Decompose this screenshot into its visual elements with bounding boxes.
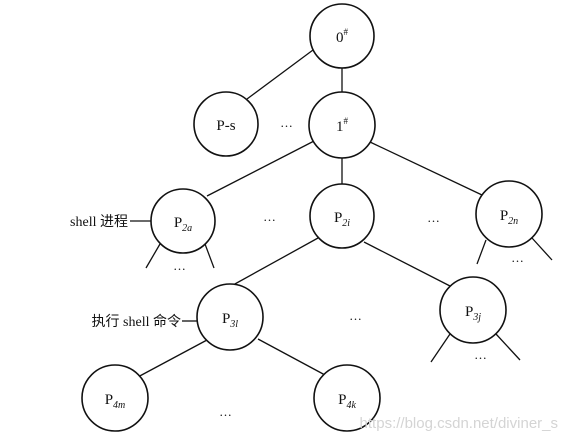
node-p2i: P2i bbox=[309, 183, 375, 249]
edge-p3l-p4m bbox=[135, 339, 208, 379]
ellipsis-level2-right: ... bbox=[428, 210, 441, 225]
node-p4m-label: P4m bbox=[105, 392, 126, 411]
node-p2a-label: P2a bbox=[174, 215, 192, 234]
ellipsis-level2-left: ... bbox=[264, 209, 277, 224]
node-p3l-label: P3l bbox=[222, 311, 238, 330]
node-ps: P-s bbox=[193, 91, 259, 157]
node-p2n-label: P2n bbox=[500, 208, 518, 227]
edge-p2i-p3j bbox=[363, 241, 451, 287]
node-ps-label: P-s bbox=[216, 118, 235, 134]
edge-p2i-p3l bbox=[223, 237, 319, 291]
node-0-label: 0# bbox=[336, 27, 349, 46]
ellipses: ... ... ... ... ... ... ... ... bbox=[174, 115, 525, 419]
node-p4k-label: P4k bbox=[338, 392, 356, 411]
ellipsis-level4: ... bbox=[220, 404, 233, 419]
stub-p3j-left bbox=[430, 333, 451, 363]
edge-1-p2n bbox=[369, 141, 483, 196]
ellipsis-p2n-children: ... bbox=[512, 250, 525, 265]
edge-1-p2a bbox=[206, 139, 317, 197]
watermark: https://blog.csdn.net/diviner_s bbox=[360, 415, 558, 432]
node-p2i-label: P2i bbox=[334, 210, 350, 229]
ellipsis-p2a-children: ... bbox=[174, 258, 187, 273]
node-p3j: P3j bbox=[439, 276, 507, 344]
stub-p2a-right bbox=[204, 243, 215, 269]
node-p4k: P4k bbox=[313, 364, 381, 432]
ellipsis-p3j-children: ... bbox=[475, 347, 488, 362]
stub-p2a-left bbox=[145, 243, 161, 269]
node-1: 1# bbox=[308, 91, 376, 159]
label-shell-process: shell 进程 bbox=[70, 214, 128, 230]
node-p2a: P2a bbox=[150, 188, 216, 254]
stub-p2n-left bbox=[476, 239, 487, 265]
node-p4m: P4m bbox=[81, 364, 149, 432]
edge-0-ps bbox=[246, 49, 314, 100]
edge-p3l-p4k bbox=[257, 338, 326, 376]
node-p3j-label: P3j bbox=[465, 304, 481, 323]
node-0: 0# bbox=[309, 3, 375, 69]
node-p3l: P3l bbox=[196, 283, 264, 351]
node-p2n: P2n bbox=[475, 180, 543, 248]
stub-p2n-right bbox=[531, 237, 553, 261]
stub-p3j-right bbox=[495, 333, 521, 361]
ellipsis-level1: ... bbox=[281, 115, 294, 130]
node-1-label: 1# bbox=[336, 116, 349, 135]
tree-edges bbox=[130, 49, 553, 379]
ellipsis-level3: ... bbox=[350, 308, 363, 323]
label-exec-shell-command: 执行 shell 命令 bbox=[92, 313, 181, 330]
